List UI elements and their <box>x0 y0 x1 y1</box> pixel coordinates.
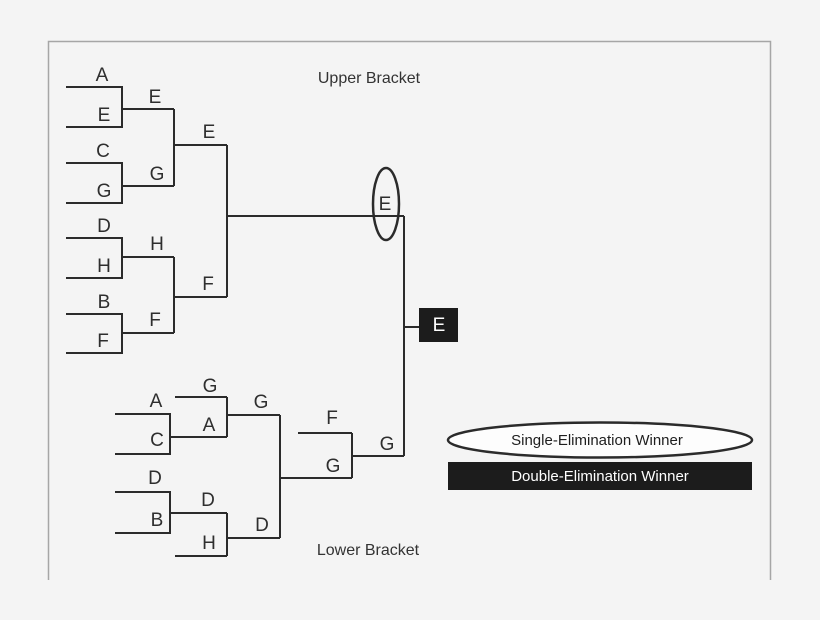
lower-r2-a-winner-label: G <box>254 392 269 413</box>
upper-bracket-title: Upper Bracket <box>318 70 421 87</box>
single-elimination-winner-label: E <box>379 194 392 215</box>
lower-r4-winner-label: G <box>380 434 395 455</box>
lower-dropin-g-label: G <box>203 376 218 397</box>
upper-r2-b-winner-label: F <box>202 274 214 295</box>
figure-frame <box>47 40 772 580</box>
lower-r1-m2-winner-label: D <box>201 490 215 511</box>
legend <box>446 421 754 490</box>
upper-r1-m3-winner-label: H <box>150 234 164 255</box>
upper-r1-m4-bottom-label: F <box>97 331 109 352</box>
upper-match3-bracket <box>66 237 123 279</box>
upper-r1-m4-top-label: B <box>98 292 111 313</box>
lower-r1-m2-bottom-label: B <box>151 510 164 531</box>
lower-match1-bracket <box>115 413 171 455</box>
upper-r1-m1-bottom-label: E <box>98 105 111 126</box>
lower-dropin-f-label: F <box>326 408 338 429</box>
upper-r1-m4-winner-label: F <box>149 310 161 331</box>
lower-r2-b-winner-label: D <box>255 515 269 536</box>
lower-bracket-title: Lower Bracket <box>317 542 420 559</box>
upper-match4-bracket <box>66 313 123 354</box>
lower-r1-m2-top-label: D <box>148 468 162 489</box>
upper-r1-m1-top-label: A <box>96 65 109 86</box>
upper-r1-m3-bottom-label: H <box>97 256 111 277</box>
double-elimination-winner-label: E <box>433 315 446 336</box>
double-elimination-winner-box <box>419 308 458 342</box>
lower-r1-m1-winner-label: A <box>203 415 216 436</box>
lower-bracket <box>115 396 404 557</box>
grand-final <box>371 166 458 456</box>
upper-bracket <box>66 86 404 354</box>
upper-match1-bracket <box>66 86 123 128</box>
legend-double-label: Double-Elimination Winner <box>511 468 689 485</box>
upper-r1-m2-bottom-label: G <box>97 181 112 202</box>
single-elimination-winner-ellipse <box>371 166 401 242</box>
legend-single-label: Single-Elimination Winner <box>511 432 683 449</box>
upper-r1-m3-top-label: D <box>97 216 111 237</box>
lower-r1-m1-bottom-label: C <box>150 430 164 451</box>
upper-r1-m1-winner-label: E <box>149 87 162 108</box>
upper-r1-m2-winner-label: G <box>150 164 165 185</box>
legend-double-box <box>448 462 752 490</box>
legend-single-ellipse <box>446 421 754 459</box>
upper-r2-a-winner-label: E <box>203 122 216 143</box>
upper-r1-m2-top-label: C <box>96 141 110 162</box>
lower-dropin-h-label: H <box>202 533 216 554</box>
lower-r3-winner-label: G <box>326 456 341 477</box>
upper-match2-bracket <box>66 162 123 204</box>
lower-r1-m1-top-label: A <box>150 391 163 412</box>
